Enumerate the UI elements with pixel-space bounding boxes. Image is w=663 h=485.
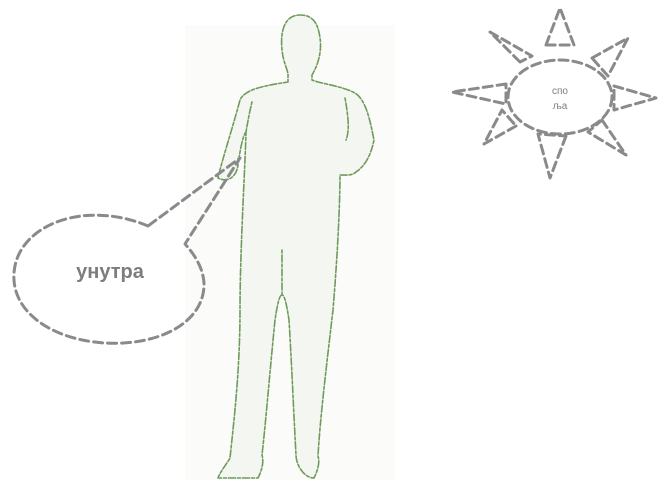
sun-ray [614,86,656,110]
sun-ray [490,32,532,62]
sun-ray [452,84,506,104]
outside-label-line-1: спо [552,86,568,97]
sun-ray [538,134,566,178]
inside-label: унутра [76,261,145,283]
outside-label-line-2: љa [553,101,568,112]
sun-ray [484,110,516,144]
sun-ray [546,8,574,45]
sun-icon: спо љa [452,8,656,178]
sun-ray [592,38,628,76]
